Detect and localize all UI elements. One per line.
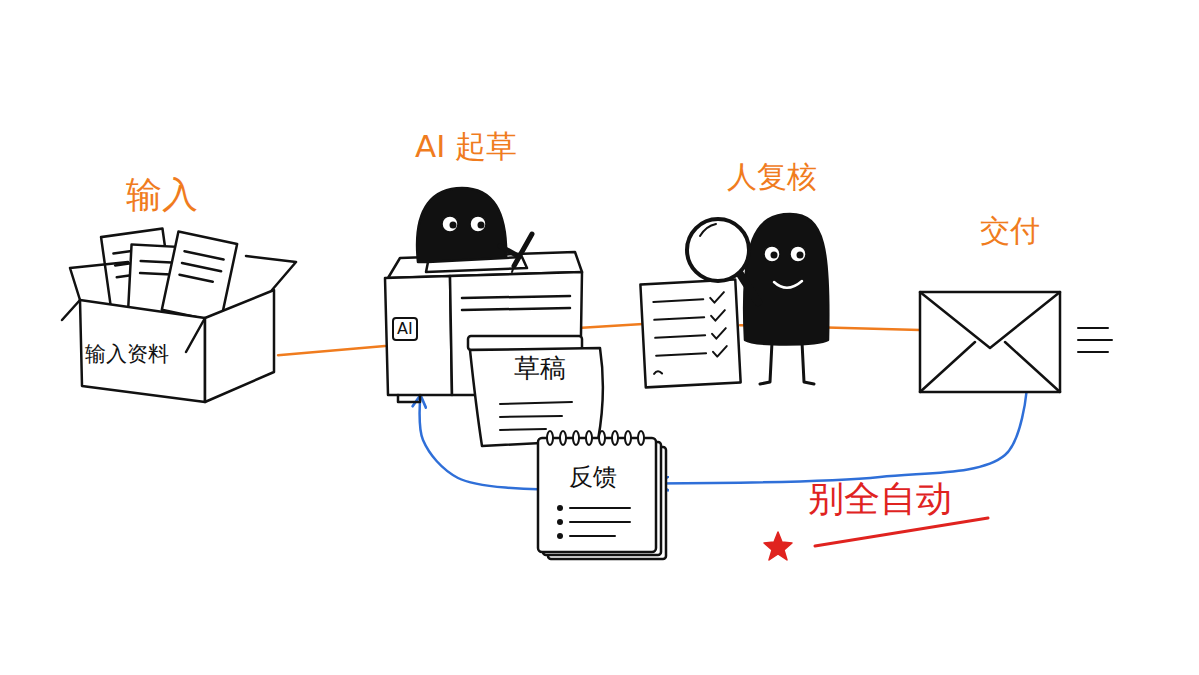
- machine-badge: AI: [392, 317, 418, 341]
- sheet-label: 草稿: [514, 354, 566, 384]
- flow-line: [278, 346, 385, 355]
- step-heading: AI 起草: [415, 129, 517, 165]
- feedback-notebook: 反馈: [538, 438, 656, 552]
- ai-machine-box: AI 起草AI草稿: [385, 255, 582, 395]
- reviewer-character: [687, 214, 828, 384]
- flow-line: [582, 324, 643, 328]
- delivery-envelope: 交付: [920, 292, 1062, 392]
- draft-sheet: 草稿: [470, 345, 605, 445]
- star-mark: [764, 532, 792, 560]
- feedback-notebook: [538, 431, 666, 559]
- draft-paper: [470, 348, 603, 446]
- input-box: 输入输入资料: [80, 272, 278, 400]
- feedback-arrow: [656, 392, 1027, 484]
- checklist-document: [640, 280, 740, 388]
- underline: [815, 518, 988, 546]
- envelope: [920, 292, 1112, 392]
- step-heading: 输入: [126, 174, 198, 215]
- step-heading: 交付: [980, 214, 1040, 249]
- writer-character: [417, 188, 532, 272]
- step-heading: 人复核: [727, 160, 817, 195]
- warning-note: 别全自动: [808, 478, 952, 519]
- cardboard-box: [62, 256, 296, 402]
- review-document: 人复核: [643, 280, 740, 385]
- notebook-label: 反馈: [569, 464, 617, 492]
- box-label: 输入资料: [85, 342, 169, 366]
